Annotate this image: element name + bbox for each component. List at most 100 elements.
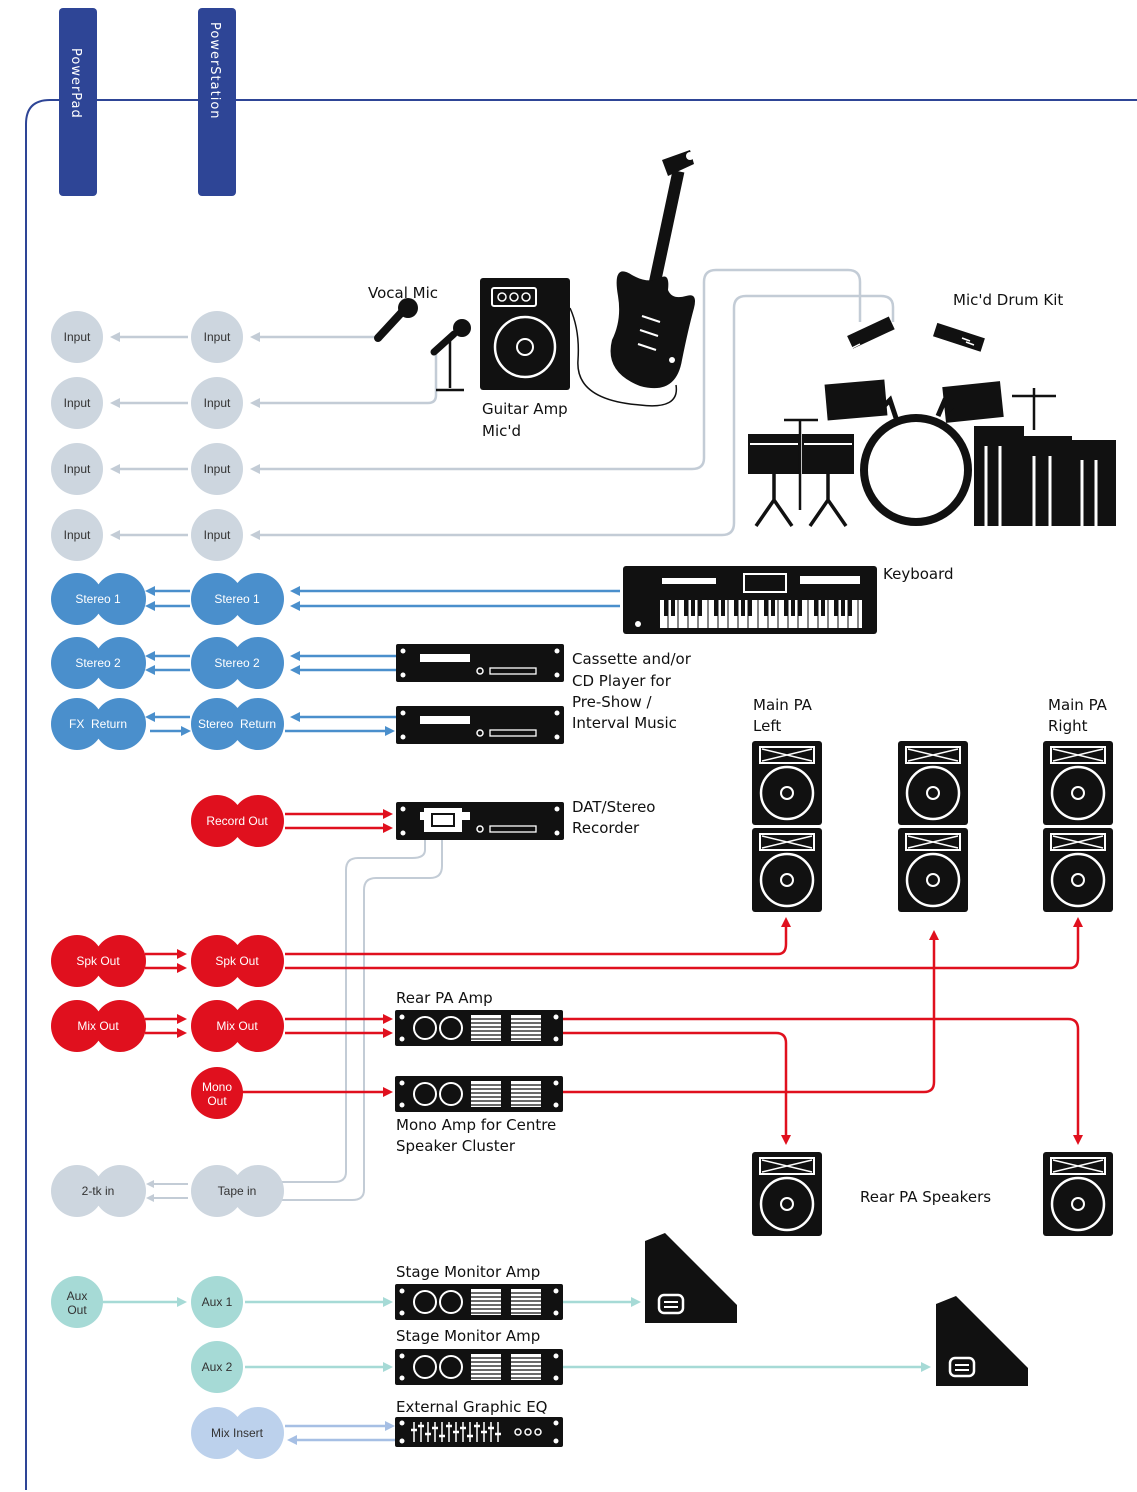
svg-text:PowerStation: PowerStation bbox=[207, 22, 222, 120]
cassette-label-1: Cassette and/or bbox=[572, 650, 692, 668]
rear-pa-right-speaker-icon bbox=[1041, 1150, 1115, 1238]
cassette-label-2: CD Player for bbox=[572, 672, 672, 690]
node-label: Input bbox=[64, 396, 91, 410]
centre-top-speaker-icon bbox=[896, 739, 970, 827]
node-label: Aux 1 bbox=[202, 1295, 233, 1309]
stage-monitor-amp-2-icon bbox=[394, 1348, 564, 1386]
dat-label-2: Recorder bbox=[572, 819, 640, 837]
powerpad-stereo-1[interactable]: Stereo 1 bbox=[51, 573, 146, 625]
svg-text:PowerPad: PowerPad bbox=[68, 48, 83, 119]
main-pa-right-label-2: Right bbox=[1048, 717, 1088, 735]
powerstation-stereo-1[interactable]: Stereo 1 bbox=[191, 573, 284, 625]
node-label: Spk Out bbox=[76, 954, 120, 968]
powerpad-2tk-in[interactable]: 2-tk in bbox=[51, 1165, 146, 1217]
drum-kit-label: Mic'd Drum Kit bbox=[953, 291, 1063, 309]
main-pa-left-bottom-speaker-icon bbox=[750, 826, 824, 914]
node-label: Mono bbox=[202, 1080, 232, 1094]
main-pa-right-label-1: Main PA bbox=[1048, 696, 1108, 714]
keyboard-icon bbox=[623, 566, 877, 634]
stereo-connections bbox=[145, 586, 620, 736]
centre-bottom-speaker-icon bbox=[896, 826, 970, 914]
powerstation-stereo-return[interactable]: Stereo Return bbox=[191, 698, 284, 750]
node-label: Out bbox=[67, 1303, 87, 1317]
node-label: Aux bbox=[67, 1289, 88, 1303]
mono-amp-label-1: Mono Amp for Centre bbox=[396, 1116, 556, 1134]
node-label: Stereo 2 bbox=[214, 656, 260, 670]
node-label: Input bbox=[204, 330, 231, 344]
dat-recorder-icon bbox=[395, 801, 565, 841]
rear-pa-left-speaker-icon bbox=[750, 1150, 824, 1238]
powerstation-mix-out[interactable]: Mix Out bbox=[191, 1000, 284, 1052]
node-label: Record Out bbox=[206, 814, 268, 828]
node-label: Spk Out bbox=[215, 954, 259, 968]
powerpad-input-4[interactable]: Input bbox=[51, 509, 103, 561]
stage-monitor-amp-1-icon bbox=[394, 1283, 564, 1321]
node-label: Input bbox=[204, 528, 231, 542]
tab-powerpad[interactable]: PowerPad bbox=[59, 8, 97, 196]
rear-pa-amp-icon bbox=[394, 1009, 564, 1047]
powerstation-input-4[interactable]: Input bbox=[191, 509, 243, 561]
main-pa-left-label-2: Left bbox=[753, 717, 781, 735]
graphic-eq-icon bbox=[395, 1417, 563, 1447]
drum-kit-icon bbox=[748, 316, 1116, 527]
mono-amp-label-2: Speaker Cluster bbox=[396, 1137, 516, 1155]
powerpad-fx-return[interactable]: FX Return bbox=[51, 698, 146, 750]
powerpad-stereo-2[interactable]: Stereo 2 bbox=[51, 637, 146, 689]
node-label: Input bbox=[204, 396, 231, 410]
mono-amp-icon bbox=[394, 1075, 564, 1113]
node-label: Input bbox=[64, 330, 91, 344]
tab-powerstation[interactable]: PowerStation bbox=[198, 8, 236, 196]
powerpad-mix-out[interactable]: Mix Out bbox=[51, 1000, 146, 1052]
powerstation-mix-insert[interactable]: Mix Insert bbox=[191, 1407, 284, 1459]
powerpad-aux-out[interactable]: Aux Out bbox=[51, 1276, 103, 1328]
node-label: Stereo 1 bbox=[75, 592, 121, 606]
powerstation-input-2[interactable]: Input bbox=[191, 377, 243, 429]
insert-connections bbox=[285, 1421, 396, 1445]
frame-border bbox=[25, 99, 1137, 1490]
powerstation-input-3[interactable]: Input bbox=[191, 443, 243, 495]
powerstation-input-1[interactable]: Input bbox=[191, 311, 243, 363]
vocal-mic-label: Vocal Mic bbox=[368, 284, 438, 302]
powerpad-input-2[interactable]: Input bbox=[51, 377, 103, 429]
node-label: Mix Out bbox=[216, 1019, 258, 1033]
output-connections bbox=[145, 809, 1083, 1145]
node-label: Mix Out bbox=[77, 1019, 119, 1033]
node-label: Input bbox=[64, 528, 91, 542]
node-label: Input bbox=[64, 462, 91, 476]
node-label: Mix Insert bbox=[211, 1426, 264, 1440]
cd-player-icon-2 bbox=[395, 705, 565, 745]
vocal-mic-icon bbox=[374, 298, 471, 392]
stage-monitor-amp-2-label: Stage Monitor Amp bbox=[396, 1327, 540, 1345]
node-label: FX Return bbox=[69, 717, 127, 731]
powerstation-stereo-2[interactable]: Stereo 2 bbox=[191, 637, 284, 689]
main-pa-right-bottom-speaker-icon bbox=[1041, 826, 1115, 914]
rear-pa-speakers-label: Rear PA Speakers bbox=[860, 1188, 991, 1206]
node-label: Aux 2 bbox=[202, 1360, 233, 1374]
main-pa-left-top-speaker-icon bbox=[750, 739, 824, 827]
node-label: Input bbox=[204, 462, 231, 476]
stage-monitor-wedge-2-icon bbox=[934, 1294, 1030, 1388]
node-label: Stereo 2 bbox=[75, 656, 121, 670]
powerpad-input-3[interactable]: Input bbox=[51, 443, 103, 495]
cd-player-icon-1 bbox=[395, 643, 565, 683]
powerpad-spk-out[interactable]: Spk Out bbox=[51, 935, 146, 987]
guitar-cable bbox=[569, 307, 678, 407]
powerstation-record-out[interactable]: Record Out bbox=[191, 795, 284, 847]
powerstation-aux-2[interactable]: Aux 2 bbox=[191, 1341, 243, 1393]
dat-label-1: DAT/Stereo bbox=[572, 798, 655, 816]
powerpad-input-1[interactable]: Input bbox=[51, 311, 103, 363]
cassette-label-3: Pre-Show / bbox=[572, 693, 653, 711]
cassette-label-4: Interval Music bbox=[572, 714, 677, 732]
node-label: Out bbox=[207, 1094, 227, 1108]
input-connections bbox=[110, 268, 895, 1204]
rear-pa-amp-label: Rear PA Amp bbox=[396, 989, 493, 1007]
main-pa-left-label-1: Main PA bbox=[753, 696, 813, 714]
powerstation-mono-out[interactable]: Mono Out bbox=[191, 1067, 243, 1119]
node-label: Tape in bbox=[218, 1184, 257, 1198]
powerstation-spk-out[interactable]: Spk Out bbox=[191, 935, 284, 987]
powerstation-tape-in[interactable]: Tape in bbox=[191, 1165, 284, 1217]
aux-connections bbox=[103, 1297, 931, 1372]
guitar-amp-icon bbox=[480, 278, 570, 390]
powerstation-aux-1[interactable]: Aux 1 bbox=[191, 1276, 243, 1328]
